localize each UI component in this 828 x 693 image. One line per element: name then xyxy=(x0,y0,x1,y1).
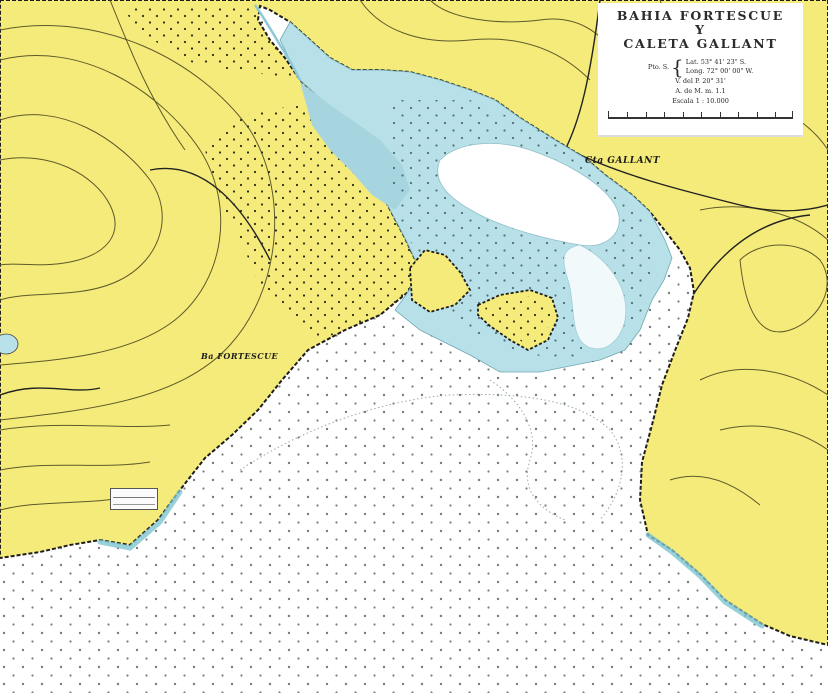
latitude-value: 53° 41' 23" S. xyxy=(700,58,747,66)
depth-contour-2 xyxy=(489,379,566,521)
small-lake xyxy=(0,333,19,355)
point-peninsula xyxy=(409,248,472,313)
title-line-3: CALETA GALLANT xyxy=(623,36,778,51)
deep-channel xyxy=(563,244,627,350)
small-legend-box xyxy=(110,488,158,510)
scale-bar xyxy=(608,111,793,119)
title-line-2: Y xyxy=(695,22,706,37)
vegetation-north xyxy=(120,5,300,80)
shore-fringe-east xyxy=(645,532,765,629)
magnetic-variation: V. del P. 20° 31' xyxy=(675,77,726,85)
coordinates-block: Pto. S. { Lat. 53° 41' 23" S. Long. 72° … xyxy=(602,55,799,79)
latitude-label: Lat. xyxy=(685,58,699,66)
longitude-label: Long. xyxy=(685,67,705,75)
label-caleta-gallant: Cta GALLANT xyxy=(585,156,661,166)
scale-bar-ticks xyxy=(608,111,793,119)
coords-label: Pto. S. xyxy=(647,62,670,71)
title-line-1: BAHIA FORTESCUE xyxy=(616,8,785,23)
label-bahia-fortescue: Ba FORTESCUE xyxy=(200,351,279,361)
tide-info: A. de M. m. 1.1 xyxy=(675,87,726,95)
shore-fringe-west xyxy=(97,489,183,551)
inner-channel xyxy=(300,82,410,210)
river xyxy=(253,4,302,81)
deep-basin xyxy=(437,143,620,247)
depth-contour-1 xyxy=(239,393,623,521)
longitude-row: Long. 72° 00' 00" W. xyxy=(686,67,753,76)
coords-brace-icon: { xyxy=(671,55,684,79)
chart-title-box: BAHIA FORTESCUE Y CALETA GALLANT Pto. S.… xyxy=(598,3,803,137)
latitude-row: Lat. 53° 41' 23" S. xyxy=(686,58,753,67)
longitude-value: 72° 00' 00" W. xyxy=(706,67,754,75)
vegetation-west xyxy=(205,100,420,340)
coords-values: Lat. 53° 41' 23" S. Long. 72° 00' 00" W. xyxy=(686,58,753,76)
scale-label: Escala 1 : 10.000 xyxy=(672,97,729,105)
island-vegetation xyxy=(485,296,552,345)
